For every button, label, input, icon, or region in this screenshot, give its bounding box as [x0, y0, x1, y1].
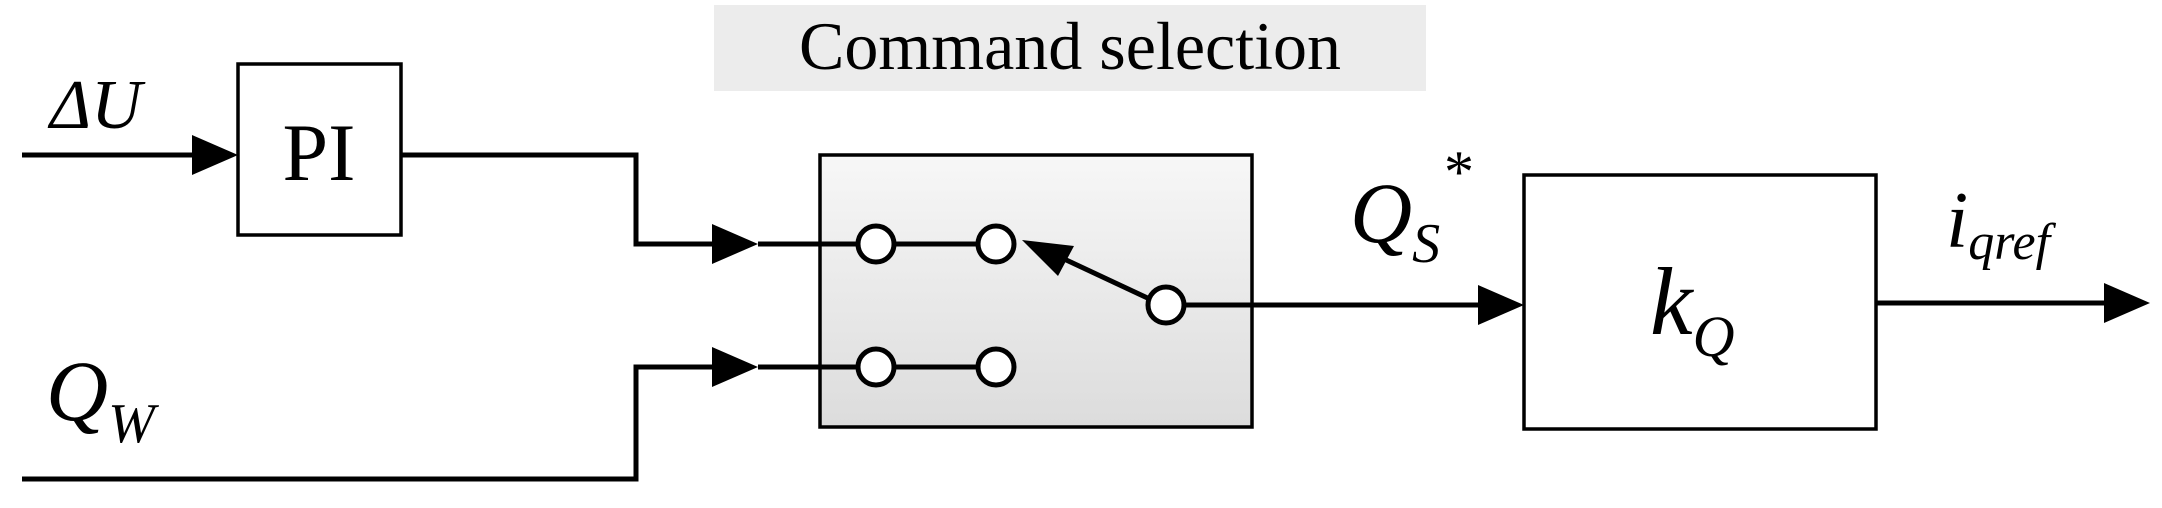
pi-output-signal — [401, 152, 820, 264]
delta-u-label: ΔU — [47, 67, 146, 144]
command-selection-switch — [818, 153, 1254, 429]
gain-main: k — [1650, 248, 1695, 355]
q-w-label: QW — [46, 343, 159, 455]
q-w-subscript: W — [108, 393, 159, 455]
arrow-right-icon — [712, 224, 758, 264]
q-s-superscript: * — [1444, 139, 1474, 205]
arrow-right-icon — [712, 347, 758, 387]
q-s-signal: QS * — [1252, 139, 1524, 325]
q-w-input: QW — [22, 343, 820, 482]
delta-u-input: ΔU — [22, 67, 238, 175]
q-s-label: QS — [1350, 165, 1440, 275]
i-qref-main: i — [1946, 177, 1968, 265]
q-s-main: Q — [1350, 165, 1412, 261]
gain-subscript: Q — [1693, 304, 1735, 369]
switch-common-contact — [1145, 284, 1187, 326]
pi-block: PI — [236, 62, 403, 237]
q-w-main: Q — [46, 343, 108, 439]
arrow-right-icon — [1478, 285, 1524, 325]
gain-block: kQ — [1522, 173, 1878, 431]
title-background — [714, 5, 1426, 91]
i-qref-output: iqref — [1876, 177, 2150, 323]
i-qref-label: iqref — [1946, 177, 2057, 271]
switch-contact — [855, 223, 897, 265]
i-qref-subscript: qref — [1968, 214, 2056, 271]
diagram-title: Command selection — [799, 8, 1341, 84]
switch-arrow-icon — [1022, 240, 1074, 276]
switch-contact — [975, 223, 1017, 265]
arrow-right-icon — [2104, 283, 2150, 323]
pi-label: PI — [283, 107, 356, 198]
switch-contact — [855, 346, 897, 388]
arrow-right-icon — [192, 135, 238, 175]
gain-label: kQ — [1650, 248, 1735, 369]
switch-contact — [975, 346, 1017, 388]
q-s-subscript: S — [1412, 213, 1440, 275]
